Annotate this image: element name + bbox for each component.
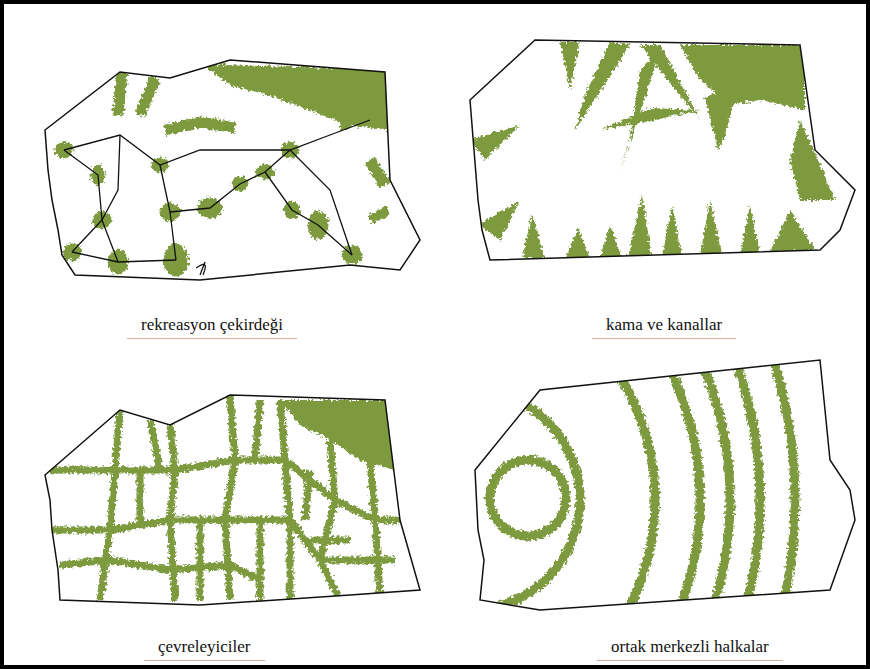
panel-caption: ortak merkezli halkalar bbox=[597, 637, 783, 661]
panel-caption: çevreleyiciler bbox=[144, 637, 265, 661]
panel-caption: rekreasyon çekirdeği bbox=[127, 315, 297, 339]
panel-caption: kama ve kanallar bbox=[592, 315, 736, 339]
